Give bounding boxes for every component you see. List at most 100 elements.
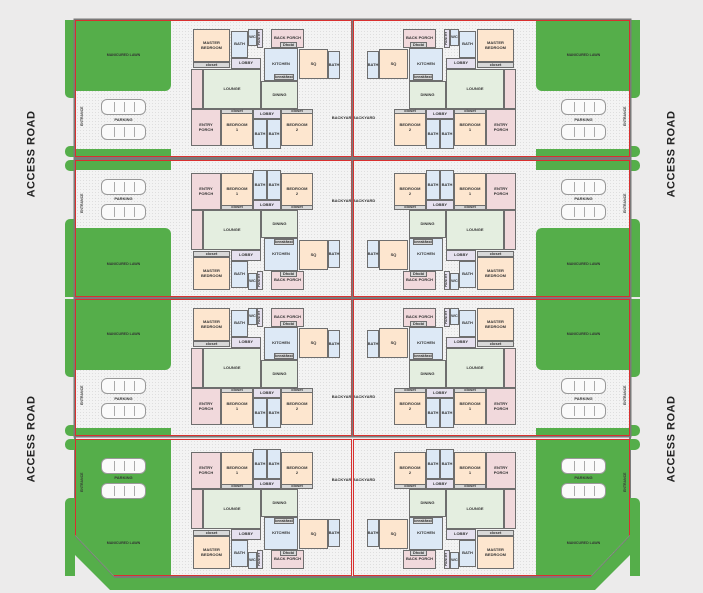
room-bath-1: BATH	[253, 449, 267, 479]
room-master-bath: BATH	[459, 31, 476, 58]
car-window-line	[124, 182, 125, 192]
parked-car	[101, 99, 146, 115]
outer-lawn-bump	[65, 146, 75, 157]
outer-lawn-bump	[630, 146, 640, 157]
parking-label: PARKING	[114, 395, 133, 401]
outer-lawn-strip	[65, 20, 75, 98]
lawn-strip	[76, 149, 171, 156]
lawn-strip	[536, 149, 629, 156]
parked-car	[101, 378, 146, 394]
room-bedroom-2: BEDROOM 2	[394, 109, 426, 146]
room-entry-porch-upper	[191, 489, 203, 529]
room-pantry: PANTRY	[257, 29, 263, 48]
car-window-line	[124, 406, 125, 416]
outer-lawn-strip	[630, 299, 640, 377]
room-lobby-top: LOBBY	[231, 337, 261, 348]
room-breakfast: breakfast	[274, 238, 294, 245]
room-entry-porch-upper	[504, 348, 516, 388]
room-pantry: PANTRY	[444, 271, 450, 290]
parked-car	[101, 483, 146, 499]
lawn-strip	[536, 161, 629, 170]
room-dining: DINING	[409, 81, 446, 109]
room-pantry: PANTRY	[444, 550, 450, 569]
car-window-line	[594, 127, 595, 137]
room-bedroom-2-closet: closet	[281, 205, 313, 210]
room-master-closet: closet	[477, 62, 514, 68]
room-lobby-bottom: LOBBY	[253, 479, 281, 489]
room-master-bedroom: MASTER BEDROOM	[193, 257, 230, 290]
room-wc: WC	[450, 308, 459, 325]
room-bath-1: BATH	[440, 449, 454, 479]
room-entry-porch: ENTRY PORCH	[486, 173, 516, 210]
room-dhobi: Dhobi	[410, 550, 427, 556]
room-lounge: LOUNGE	[203, 69, 261, 109]
room-lobby-bottom: LOBBY	[426, 109, 454, 119]
room-master-bedroom: MASTER BEDROOM	[477, 257, 514, 290]
room-pantry: PANTRY	[257, 308, 263, 327]
room-bedroom-2-closet: closet	[394, 484, 426, 489]
backyard-label: BACKYARD	[353, 197, 376, 203]
room-entry-porch: ENTRY PORCH	[486, 452, 516, 489]
room-bedroom-1: BEDROOM 1	[454, 173, 486, 210]
room-master-closet: closet	[193, 62, 230, 68]
entrance-label: ENTRANCE	[79, 385, 84, 405]
car-window-line	[574, 381, 575, 391]
outer-lawn-bump	[65, 160, 75, 171]
car-window-line	[584, 486, 585, 496]
room-breakfast: breakfast	[274, 352, 294, 359]
room-dhobi: Dhobi	[280, 271, 297, 277]
room-bedroom-1-closet: closet	[454, 109, 486, 114]
parked-car	[561, 179, 606, 195]
car-window-line	[114, 461, 115, 471]
room-wc: WC	[248, 308, 257, 325]
room-dhobi: Dhobi	[410, 271, 427, 277]
car-window-line	[594, 486, 595, 496]
room-bedroom-1: BEDROOM 1	[454, 388, 486, 425]
room-bedroom-1: BEDROOM 1	[221, 388, 253, 425]
room-bedroom-2: BEDROOM 2	[281, 173, 313, 210]
room-lounge: LOUNGE	[446, 489, 504, 529]
room-lobby-top: LOBBY	[231, 529, 261, 540]
room-sq-bath: BATH	[328, 51, 340, 79]
parking-label: PARKING	[574, 116, 593, 122]
room-sq-bath: BATH	[328, 330, 340, 358]
room-master-bath: BATH	[231, 261, 248, 288]
room-bedroom-1-closet: closet	[454, 205, 486, 210]
room-breakfast: breakfast	[413, 73, 433, 80]
outer-lawn-strip	[630, 20, 640, 98]
room-master-closet: closet	[193, 251, 230, 257]
car-window-line	[134, 381, 135, 391]
room-kitchen: KITCHEN	[409, 517, 443, 550]
lawn-label: MANICURED LAWN	[566, 52, 601, 57]
room-wc: WC	[450, 552, 459, 569]
room-sq: SQ	[379, 49, 408, 79]
parked-car	[101, 124, 146, 140]
room-bedroom-2: BEDROOM 2	[281, 109, 313, 146]
room-bedroom-2: BEDROOM 2	[281, 452, 313, 489]
parked-car	[101, 179, 146, 195]
car-window-line	[594, 461, 595, 471]
room-entry-porch: ENTRY PORCH	[191, 388, 221, 425]
room-master-bath: BATH	[231, 540, 248, 567]
car-window-line	[124, 381, 125, 391]
room-dhobi: Dhobi	[280, 42, 297, 48]
room-bedroom-1: BEDROOM 1	[221, 109, 253, 146]
room-pantry: PANTRY	[444, 29, 450, 48]
car-window-line	[114, 207, 115, 217]
car-window-line	[584, 127, 585, 137]
car-window-line	[114, 381, 115, 391]
room-master-closet: closet	[193, 530, 230, 536]
room-bedroom-1-closet: closet	[221, 205, 253, 210]
car-window-line	[584, 461, 585, 471]
parked-car	[561, 458, 606, 474]
room-lobby-bottom: LOBBY	[426, 388, 454, 398]
room-bedroom-1: BEDROOM 1	[454, 109, 486, 146]
room-sq: SQ	[299, 519, 328, 549]
manicured-lawn	[76, 228, 171, 296]
car-window-line	[584, 207, 585, 217]
entrance-label: ENTRANCE	[79, 106, 84, 126]
car-window-line	[114, 182, 115, 192]
